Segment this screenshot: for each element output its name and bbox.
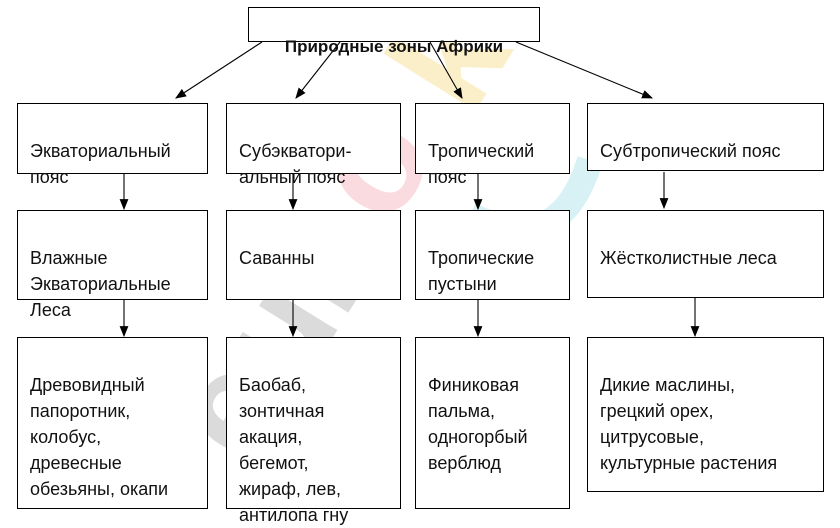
examples-box-4: Дикие маслины, грецкий орех, цитрусовые,… [587, 337, 824, 492]
zone-label-2: Саванны [239, 248, 315, 268]
examples-text-1: Древовидный папоротник, колобус, древесн… [30, 375, 169, 499]
examples-box-1: Древовидный папоротник, колобус, древесн… [17, 337, 208, 509]
belt-label-2: Субэкватори- альный пояс [239, 141, 352, 187]
zone-box-2: Саванны [226, 210, 401, 300]
diagram-title: Природные зоны Африки [284, 37, 504, 56]
belt-label-1: Экваториальный пояс [30, 141, 171, 187]
examples-text-3: Финиковая пальма, одногорбый верблюд [428, 375, 528, 473]
zone-label-1: Влажные Экваториальные Леса [30, 248, 171, 320]
examples-box-2: Баобаб, зонтичная акация, бегемот, жираф… [226, 337, 401, 525]
arrow-root-to-belt-1 [175, 41, 263, 99]
belt-label-3: Тропический пояс [428, 141, 535, 187]
belt-box-1: Экваториальный пояс [17, 103, 208, 187]
examples-text-4: Дикие маслины, грецкий орех, цитрусовые,… [600, 375, 778, 473]
belt-box-3: Тропический пояс [415, 103, 570, 187]
zone-box-1: Влажные Экваториальные Леса [17, 210, 208, 320]
belt-box-2: Субэкватори- альный пояс [226, 103, 401, 187]
connector-lines [119, 41, 700, 338]
arrow-root-to-belt-4 [515, 41, 654, 99]
arrow-root-to-belt-3 [429, 41, 463, 99]
examples-box-3: Финиковая пальма, одногорбый верблюд [415, 337, 570, 509]
zone-box-3: Тропические пустыни [415, 210, 570, 300]
belt-label-4: Субтропический пояс [600, 141, 781, 161]
zone-box-4: Жёстколистные леса [587, 210, 824, 298]
diagram-title-box: Природные зоны Африки [248, 7, 540, 56]
arrow-root-to-belt-2 [295, 41, 341, 99]
zone-label-3: Тропические пустыни [428, 248, 535, 294]
belt-box-4: Субтропический пояс [587, 103, 824, 171]
examples-text-2: Баобаб, зонтичная акация, бегемот, жираф… [239, 375, 349, 525]
zone-label-4: Жёстколистные леса [600, 248, 777, 268]
